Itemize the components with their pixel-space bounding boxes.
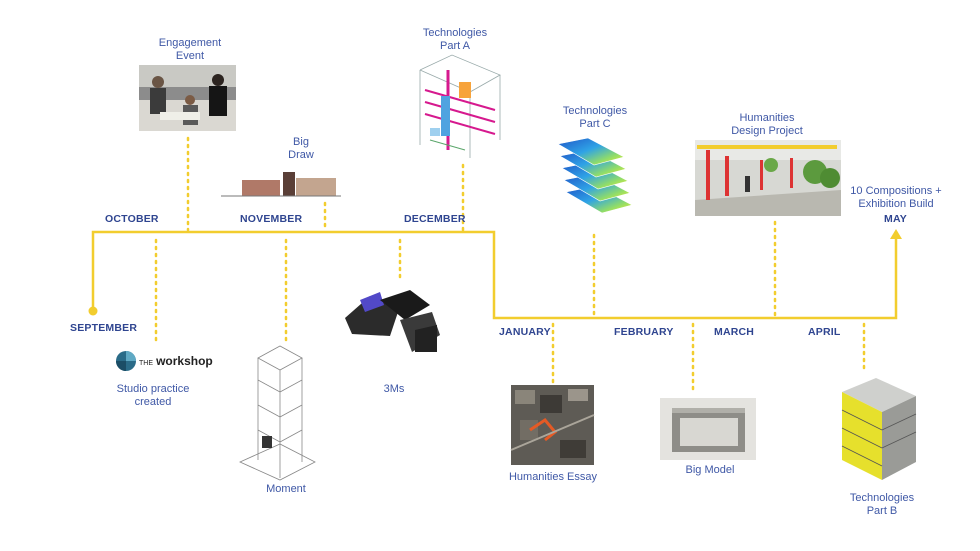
month-november: NOVEMBER [240,213,303,225]
month-october: OCTOBER [105,213,159,225]
label-engagement-event: Engagement Event [158,37,222,62]
technologies-part-c-stack [557,137,633,214]
label-moment: Moment [266,483,306,495]
month-january: JANUARY [499,326,551,338]
label-big-draw: Big Draw [288,136,314,161]
month-march: MARCH [714,326,755,338]
workshop-logo-prefix: THE [139,360,153,367]
timeline-path [91,230,898,320]
month-february: FEBRUARY [614,326,674,338]
technologies-part-a-drawing [413,48,511,160]
month-may: MAY [884,213,907,225]
label-technologies-part-a: Technologies Part A [422,27,488,52]
label-humanities-design: Humanities Design Project [731,112,803,137]
label-humanities-essay: Humanities Essay [508,471,598,483]
3ms-model [345,290,440,352]
month-april: APRIL [808,326,841,338]
big-draw-photo [221,172,341,197]
technologies-part-b-building [841,378,917,480]
label-compositions-exhibition: 10 Compositions + Exhibition Build [850,185,942,210]
connectors [154,136,866,396]
moment-drawing [239,345,316,481]
label-technologies-part-b: Technologies Part B [849,492,915,517]
workshop-logo-text: THE workshop [139,354,213,368]
month-september: SEPTEMBER [70,322,138,334]
engagement-event-photo [139,65,236,131]
workshop-logo-icon [116,351,136,371]
month-december: DECEMBER [404,213,466,225]
label-3ms: 3Ms [383,383,405,395]
label-big-model: Big Model [685,464,735,476]
humanities-essay-map [510,385,595,465]
timeline-start-dot [88,306,98,316]
humanities-design-render [695,140,841,216]
workshop-logo-name: workshop [156,354,213,368]
workshop-logo: THE workshop [114,350,224,372]
label-technologies-part-c: Technologies Part C [562,105,628,130]
timeline-end-arrow [890,229,902,239]
big-model-photo [660,398,756,460]
label-studio-practice: Studio practice created [116,383,190,408]
